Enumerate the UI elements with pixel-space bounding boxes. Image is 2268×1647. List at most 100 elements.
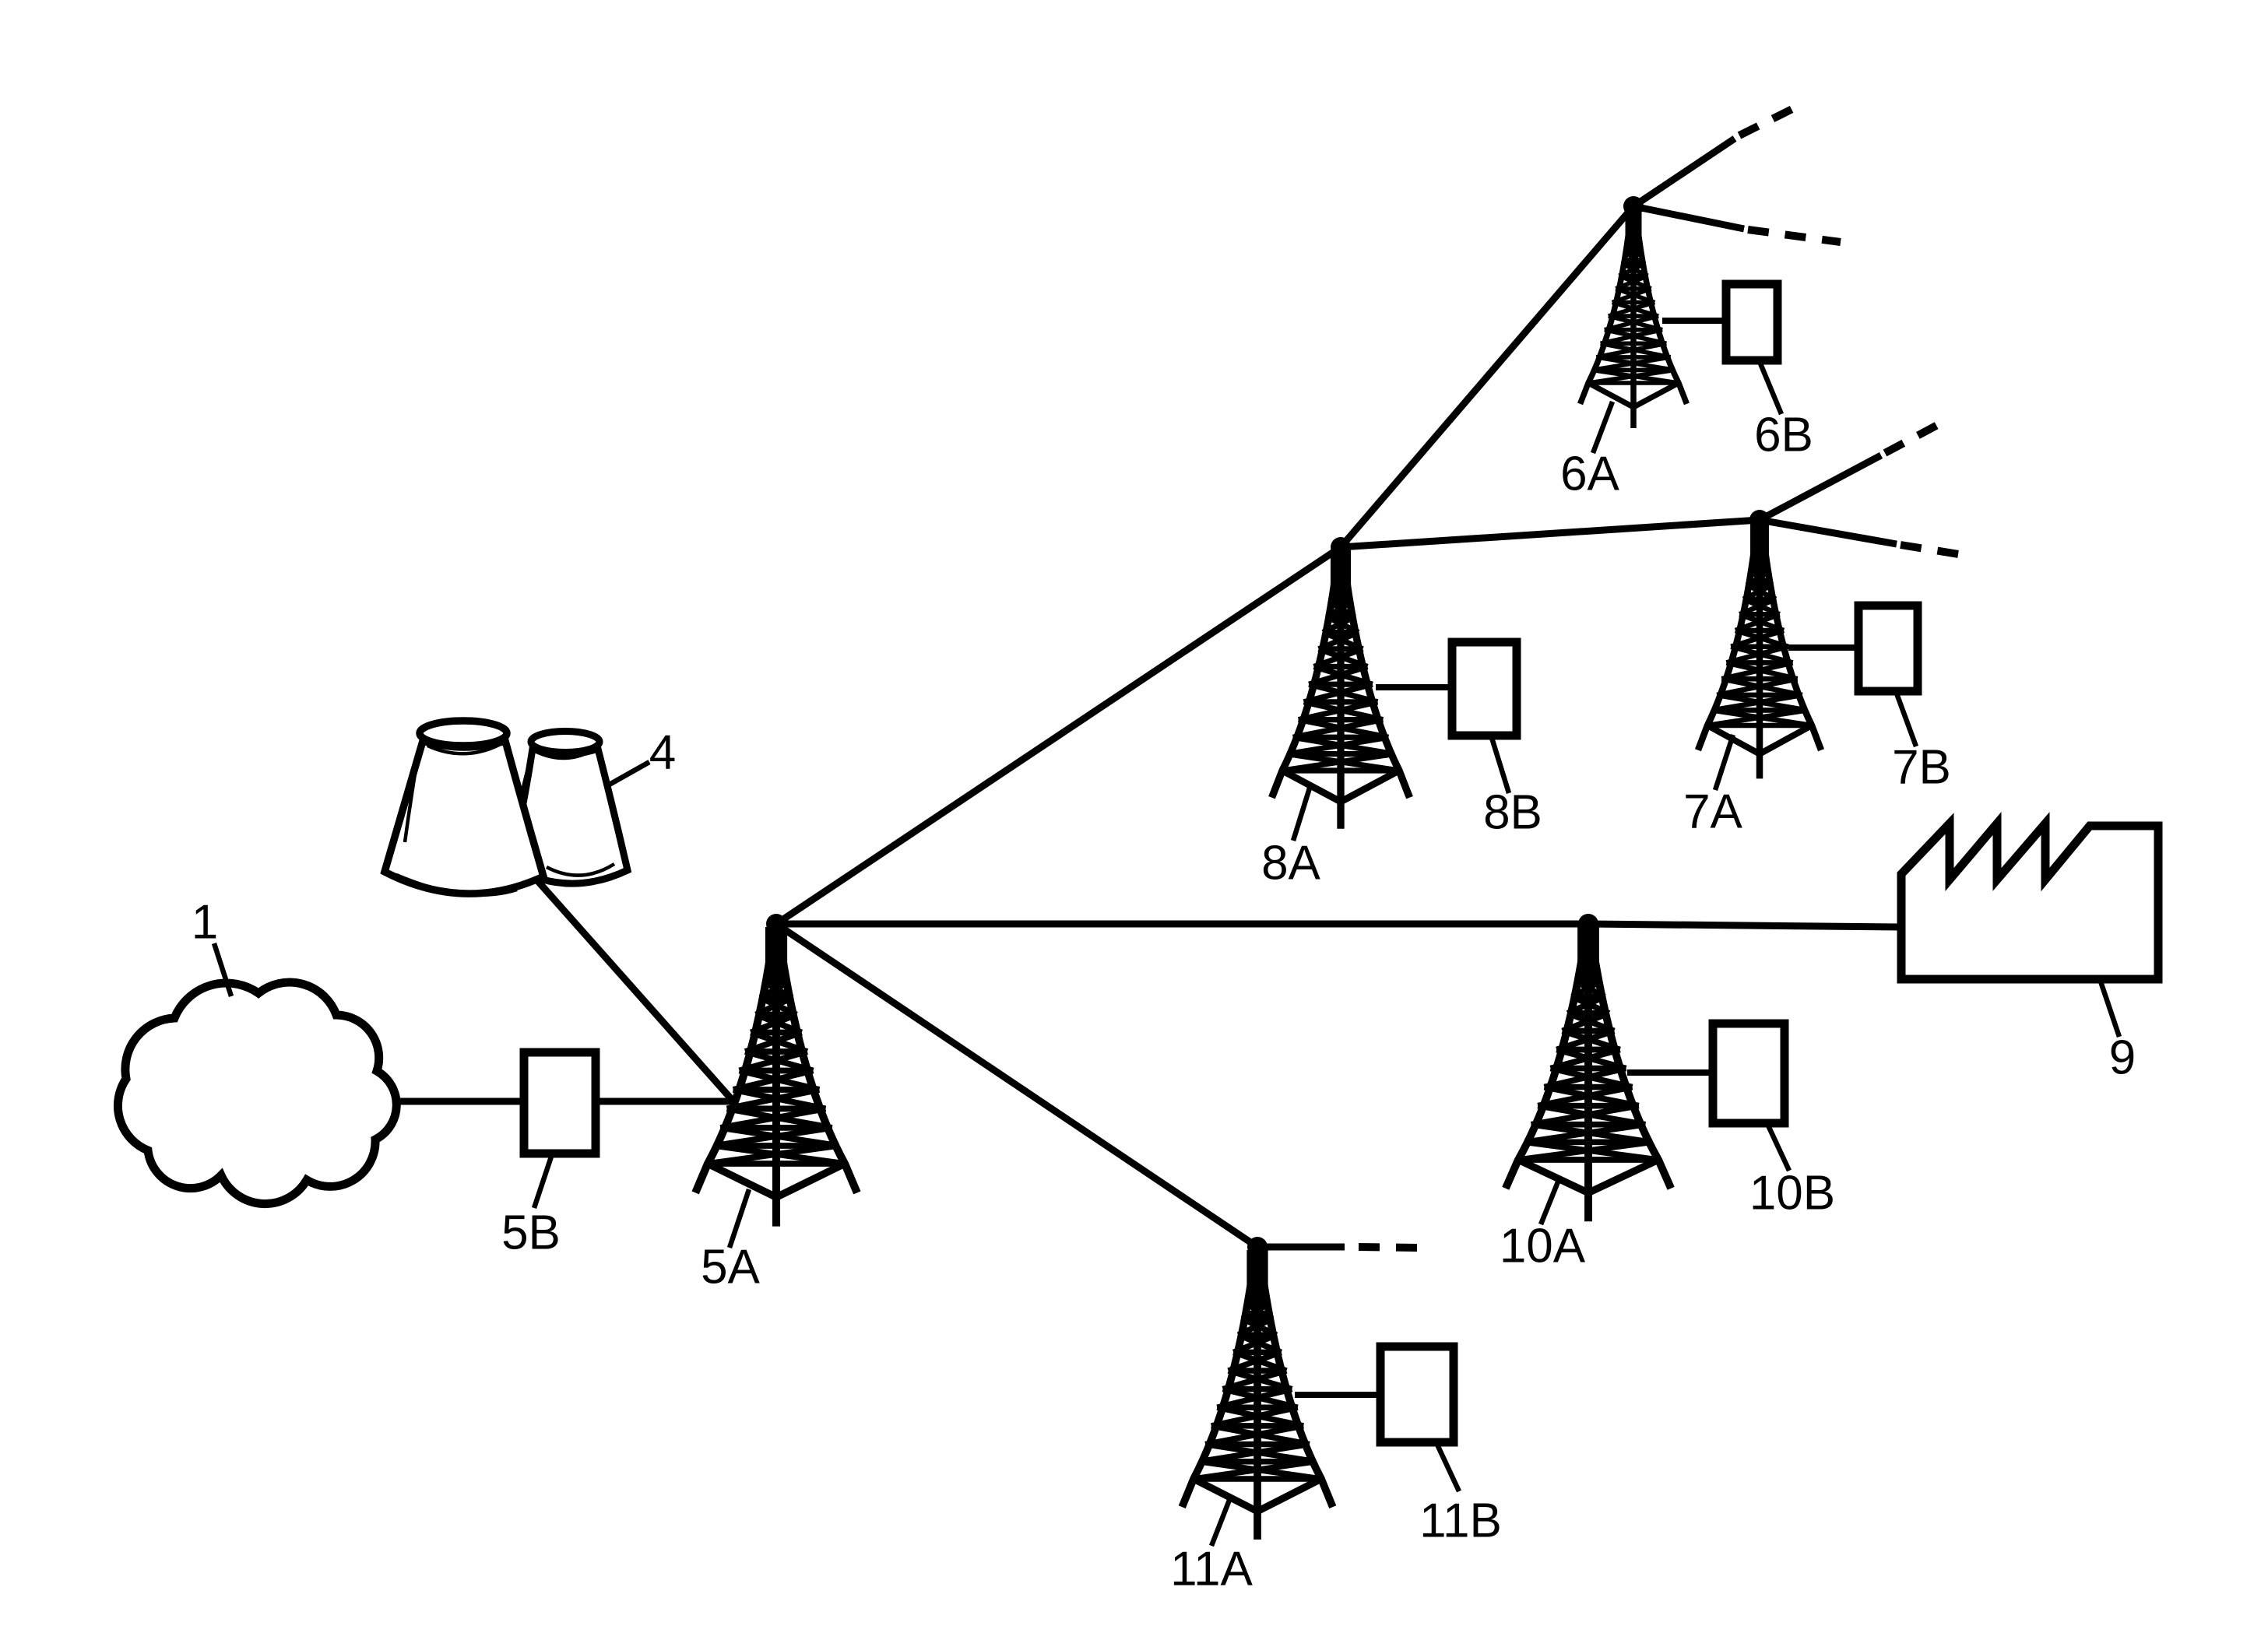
dash-6A-east <box>1747 226 1841 246</box>
cloud-icon <box>113 978 401 1209</box>
tower-brace <box>1600 327 1663 346</box>
edge-6A-east <box>1633 202 1745 233</box>
tower-brace <box>762 966 787 985</box>
leader-6A <box>1590 400 1616 455</box>
tower-brace <box>1240 1301 1271 1322</box>
tower-brace <box>1227 1349 1282 1374</box>
factory-icon <box>1897 811 2163 984</box>
factory-outline <box>1897 811 2163 984</box>
tower-brace <box>1615 273 1649 291</box>
tower-brace <box>1588 367 1676 385</box>
label-8A: 8A <box>1261 837 1320 890</box>
tower-brace <box>1236 1315 1274 1338</box>
tower-brace <box>1549 1046 1621 1072</box>
leader-9 <box>2097 980 2122 1038</box>
tower-brace <box>1604 314 1659 332</box>
tower-brace <box>1530 1102 1640 1128</box>
tower-brace <box>1730 627 1785 649</box>
tower-brace <box>707 1143 839 1167</box>
leader-8B <box>1489 737 1512 794</box>
tower-brace <box>1707 708 1808 729</box>
leader-6B <box>1757 362 1785 416</box>
tower-brace <box>713 1125 833 1149</box>
label-5B: 5B <box>501 1206 561 1260</box>
edge-7A-east <box>1759 516 1897 548</box>
tower-icon-11A <box>1178 1247 1337 1540</box>
label-10A: 10A <box>1500 1220 1586 1273</box>
tower-brace <box>1721 660 1794 682</box>
edge-6A-northeast <box>1631 135 1737 209</box>
tower-brace <box>1566 994 1606 1017</box>
label-4: 4 <box>649 726 676 780</box>
tower-icon-8A <box>1268 547 1413 829</box>
tower-brace <box>754 995 794 1018</box>
tower-brace <box>1297 699 1379 723</box>
plant-shape-1 <box>527 728 603 756</box>
tower-brace <box>1303 681 1373 705</box>
tower-brace <box>1611 286 1652 305</box>
unit-box-8B <box>1447 637 1521 740</box>
tower-brace <box>1211 1404 1299 1429</box>
label-10B: 10B <box>1749 1167 1835 1220</box>
tower-brace <box>1556 1027 1616 1053</box>
tower-base-rail <box>705 1160 847 1202</box>
tower-brace <box>1308 664 1369 687</box>
unit-box-5B <box>519 1048 600 1158</box>
label-6B: 6B <box>1754 409 1813 462</box>
tower-icon-6A <box>1577 206 1690 428</box>
tower-brace <box>758 979 790 1001</box>
tower-brace <box>1595 341 1667 360</box>
tower-brace <box>1282 751 1394 774</box>
tower-brace <box>1328 587 1351 605</box>
tower-brace <box>1543 1065 1627 1090</box>
tower-base-rail <box>1587 380 1680 411</box>
tower-brace <box>1524 1121 1646 1146</box>
tower-brace <box>1325 599 1353 620</box>
tower-brace <box>1570 978 1602 999</box>
plant-shape-9 <box>396 873 518 897</box>
tower-brace <box>1748 557 1769 574</box>
tower-brace <box>1742 582 1774 602</box>
junction-dot <box>1247 1237 1268 1257</box>
junction-dot <box>1578 914 1598 934</box>
edge-5A-8A <box>774 544 1343 927</box>
tower-brace <box>1216 1385 1293 1410</box>
plant-shape-4 <box>545 862 616 877</box>
leader-11A <box>1208 1494 1234 1547</box>
edge-10A-factory <box>1588 920 1902 931</box>
tower-brace <box>738 1048 808 1074</box>
label-9: 9 <box>2109 1031 2136 1085</box>
tower-brace <box>1317 630 1360 652</box>
tower-brace <box>1620 250 1644 266</box>
leader-11B <box>1435 1443 1461 1493</box>
edge-8A-7A <box>1340 516 1760 551</box>
tower-brace <box>1745 569 1771 588</box>
tower-brace <box>1608 300 1656 318</box>
plant-shape-7 <box>427 743 500 756</box>
edge-8A-6A <box>1338 204 1637 550</box>
tower-brace <box>1517 1139 1653 1163</box>
tower-icon-7A <box>1694 520 1825 779</box>
tower-brace <box>1618 262 1647 278</box>
leader-4 <box>605 760 651 788</box>
tower-brace <box>1734 612 1781 634</box>
label-11A: 11A <box>1170 1543 1253 1596</box>
dash-6A-northeast <box>1737 100 1804 139</box>
tower-brace <box>1537 1083 1633 1109</box>
plant-shape-2 <box>536 749 594 760</box>
tower-base-rail <box>1191 1475 1324 1515</box>
tower-brace <box>1193 1459 1316 1482</box>
dash-11A-east <box>1358 1243 1421 1252</box>
tower-brace <box>1725 644 1789 665</box>
tower-brace <box>1313 646 1364 669</box>
tower-brace <box>1711 692 1803 713</box>
tower-base-rail <box>1516 1156 1661 1197</box>
junction-dot <box>1623 196 1644 216</box>
plant-shape-6 <box>416 717 511 750</box>
tower-brace <box>1716 676 1799 698</box>
tower-brace <box>1574 965 1599 985</box>
tower-brace <box>1292 717 1384 740</box>
label-7B: 7B <box>1892 741 1951 795</box>
